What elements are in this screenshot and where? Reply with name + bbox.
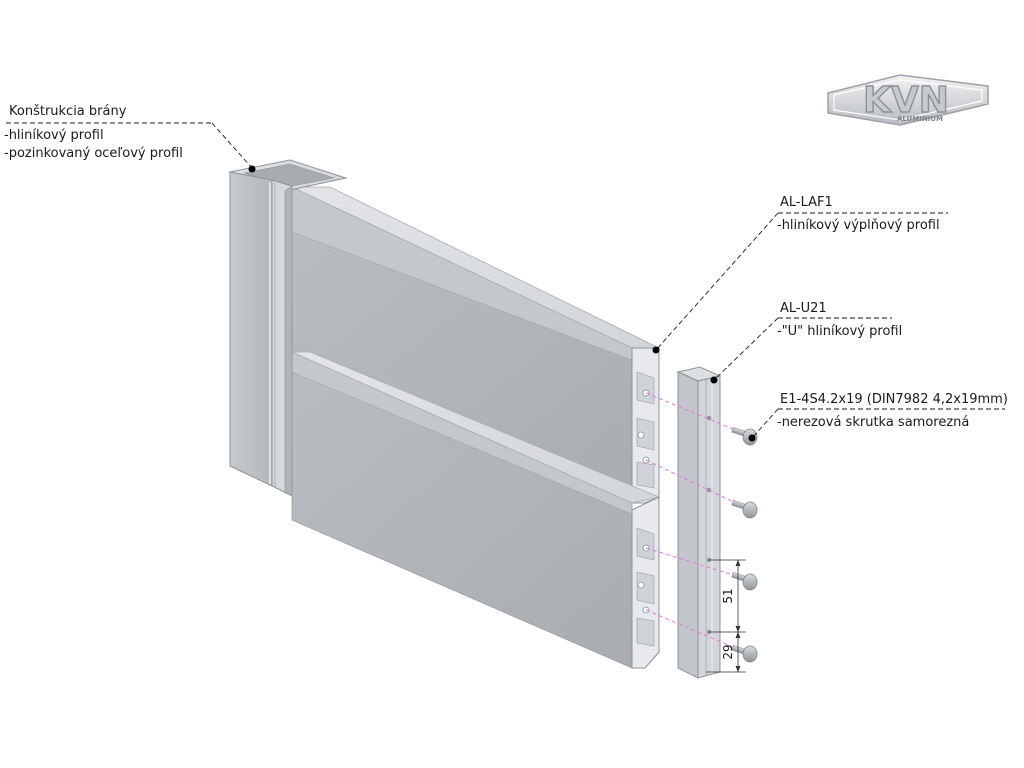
label-gate-construction: Konštrukcia brány -hliníkový profil -poz… [4, 104, 183, 161]
screw-3 [731, 571, 758, 591]
u-profile [676, 366, 722, 679]
screw-2 [731, 499, 758, 519]
label-u-title: AL-U21 [780, 301, 827, 316]
alignment-guides [645, 392, 741, 651]
slat-upper [291, 186, 660, 504]
label-al-u21: AL-U21 -"U" hliníkový profil [777, 301, 902, 339]
leader-lines [6, 122, 1005, 439]
dimension-lower: 29 [721, 644, 735, 659]
dimension-marks [706, 559, 746, 673]
label-al-laf1: AL-LAF1 -hliníkový výplňový profil [777, 195, 940, 233]
label-gate-line2: -pozinkovaný oceľový profil [4, 146, 183, 161]
label-gate-title: Konštrukcia brány [9, 104, 127, 119]
screw-4 [731, 644, 758, 663]
label-laf-title: AL-LAF1 [780, 195, 833, 210]
kvn-logo-text: KVN [863, 80, 949, 121]
label-screw-line1: -nerezová skrutka samorezná [777, 415, 969, 430]
kvn-logo-subtext: ALUMINIUM [897, 115, 943, 123]
slat-lower [291, 351, 661, 669]
label-laf-line1: -hliníkový výplňový profil [777, 218, 940, 233]
label-screw: E1-4S4.2x19 (DIN7982 4,2x19mm) -nerezová… [777, 392, 1008, 430]
gate-post [228, 159, 348, 497]
kvn-logo: KVN ALUMINIUM [827, 74, 989, 126]
dimension-upper: 51 [721, 588, 735, 603]
label-u-line1: -"U" hliníkový profil [777, 324, 902, 339]
leader-dots [248, 165, 756, 442]
label-gate-line1: -hliníkový profil [4, 128, 104, 143]
label-screw-title: E1-4S4.2x19 (DIN7982 4,2x19mm) [780, 392, 1008, 407]
